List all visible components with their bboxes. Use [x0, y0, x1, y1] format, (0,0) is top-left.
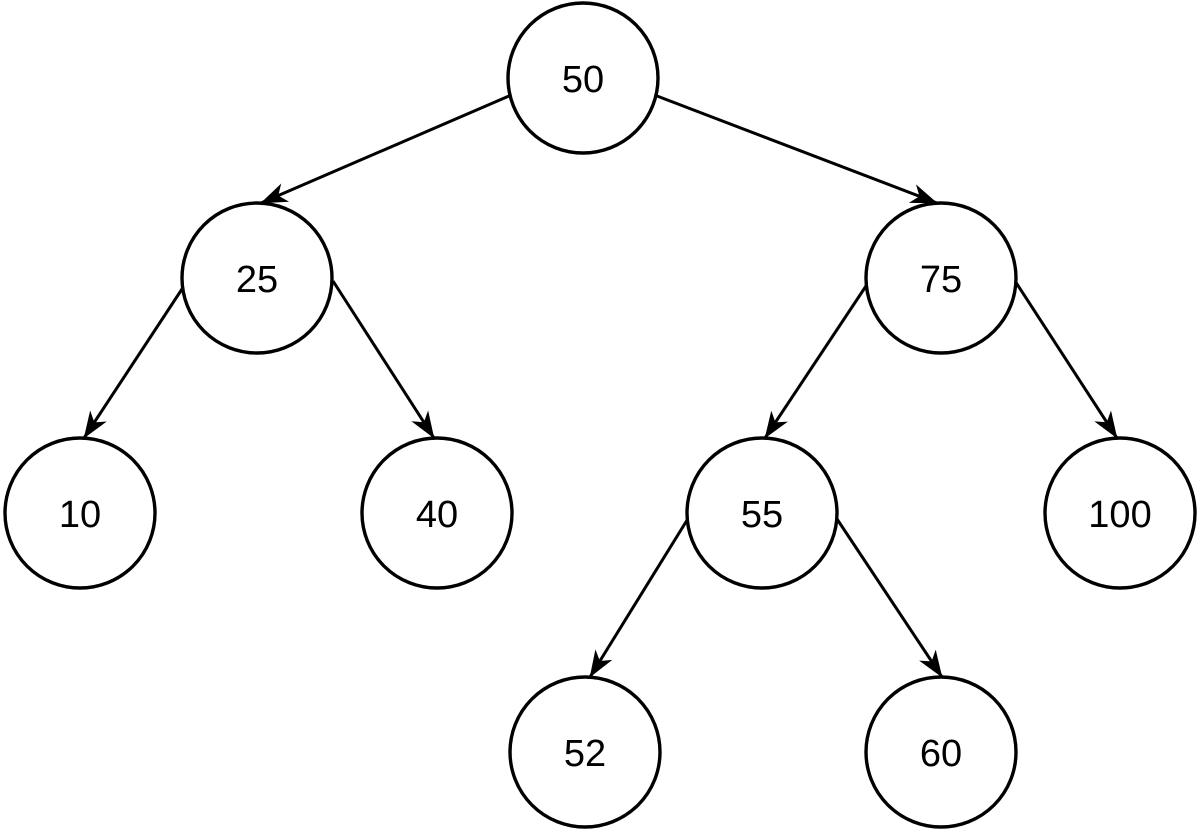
edge-25-40 — [331, 280, 436, 439]
edge-55-60 — [833, 515, 944, 678]
nodes-layer: 50 25 75 10 40 55 100 52 60 — [3, 1, 1197, 829]
node-circle-55 — [685, 436, 839, 590]
node-value-75: 75 — [920, 259, 962, 301]
tree-node-55: 55 — [685, 436, 839, 590]
node-circle-75 — [864, 201, 1018, 355]
node-value-25: 25 — [236, 259, 278, 301]
tree-node-50: 50 — [506, 1, 660, 155]
edges-layer — [82, 94, 1119, 678]
node-value-55: 55 — [741, 494, 783, 536]
edge-75-55 — [763, 282, 870, 439]
tree-node-100: 100 — [1043, 436, 1197, 590]
node-value-100: 100 — [1088, 494, 1151, 536]
edge-55-52 — [588, 516, 691, 678]
tree-node-75: 75 — [864, 201, 1018, 355]
edge-50-25 — [260, 94, 510, 205]
node-circle-52 — [508, 675, 662, 829]
node-circle-50 — [506, 1, 660, 155]
tree-node-25: 25 — [180, 201, 334, 355]
edge-75-100 — [1013, 280, 1119, 439]
tree-node-10: 10 — [3, 436, 157, 590]
node-value-52: 52 — [564, 733, 606, 775]
edge-50-75 — [656, 94, 938, 205]
tree-node-52: 52 — [508, 675, 662, 829]
node-circle-40 — [360, 436, 514, 590]
node-circle-60 — [864, 675, 1018, 829]
node-value-50: 50 — [562, 59, 604, 101]
node-value-10: 10 — [59, 494, 101, 536]
node-circle-100 — [1043, 436, 1197, 590]
edge-25-10 — [82, 285, 186, 439]
node-circle-25 — [180, 201, 334, 355]
tree-node-40: 40 — [360, 436, 514, 590]
tree-node-60: 60 — [864, 675, 1018, 829]
node-circle-10 — [3, 436, 157, 590]
node-value-40: 40 — [416, 494, 458, 536]
node-value-60: 60 — [920, 733, 962, 775]
